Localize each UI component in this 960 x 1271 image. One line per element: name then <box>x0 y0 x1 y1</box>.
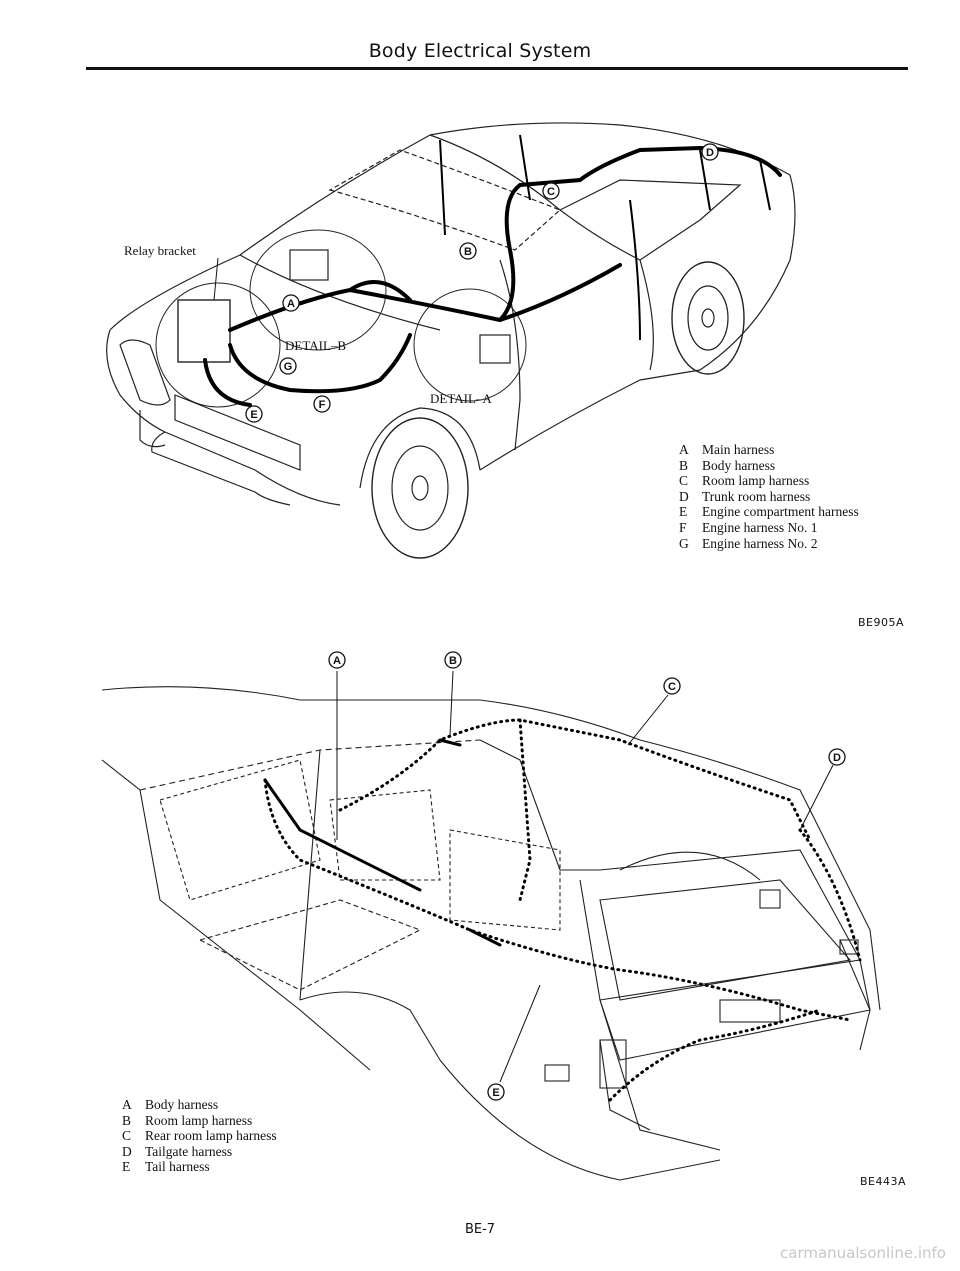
page-number: BE-7 <box>464 1222 496 1237</box>
svg-text:E: E <box>250 409 257 421</box>
callout-b: B <box>459 242 477 260</box>
svg-text:C: C <box>668 681 676 693</box>
coupe-wiring-figure: A B C D E F G Relay bracket DETAIL–B DET… <box>106 122 796 559</box>
callout-a: A <box>282 294 300 312</box>
svg-text:A: A <box>287 298 295 310</box>
callout-e: E <box>245 405 263 423</box>
callout-c: C <box>542 182 560 200</box>
page-title: Body Electrical System <box>368 40 592 62</box>
callout-c: C <box>663 677 681 695</box>
coupe-callouts: A B C D E F G <box>245 143 719 423</box>
svg-text:B: B <box>464 246 472 258</box>
header-rule <box>86 67 908 70</box>
wagon-callouts: A B C D E <box>328 651 846 1101</box>
watermark: carmanualsonline.info <box>780 1244 946 1262</box>
callout-a: A <box>328 651 346 669</box>
svg-text:A: A <box>333 655 341 667</box>
svg-text:B: B <box>449 655 457 667</box>
svg-text:D: D <box>706 147 714 159</box>
svg-text:C: C <box>547 186 555 198</box>
figure-code-2: BE443A <box>860 1175 907 1188</box>
callout-d: D <box>701 143 719 161</box>
svg-text:E: E <box>492 1087 499 1099</box>
detail-b-label: DETAIL–B <box>285 338 346 353</box>
svg-text:G: G <box>284 361 293 373</box>
callout-d: D <box>828 748 846 766</box>
detail-a-label: DETAIL–A <box>430 391 492 406</box>
callout-b: B <box>444 651 462 669</box>
wagon-wiring-figure: A B C D E <box>101 651 881 1181</box>
callout-f: F <box>313 395 331 413</box>
svg-text:F: F <box>319 399 326 411</box>
figure-code-1: BE905A <box>858 616 905 629</box>
callout-g: G <box>279 357 297 375</box>
callout-e: E <box>487 1083 505 1101</box>
relay-bracket-label: Relay bracket <box>124 243 196 258</box>
svg-text:D: D <box>833 752 841 764</box>
